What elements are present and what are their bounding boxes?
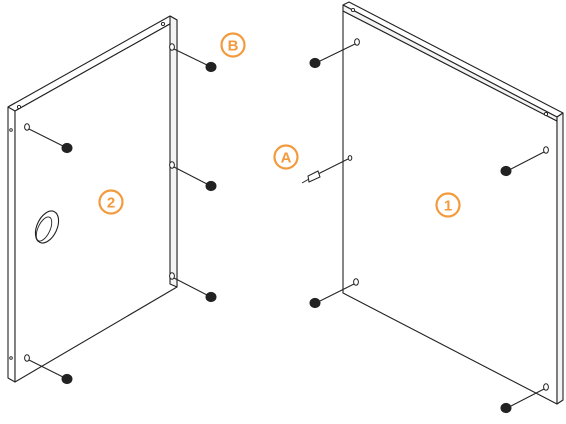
screws-panel-1 [309,38,549,414]
badge-a-label: A [281,150,292,167]
badge-1-label: 1 [444,198,452,215]
nut-icon [205,61,217,73]
badge-b: B [220,32,246,58]
nut-icon [309,297,321,309]
nut-icon [61,373,73,385]
nut-icon [309,57,321,69]
dowel-pin-a [301,155,353,184]
nut-icon [205,180,217,192]
panel-2 [7,15,178,383]
badge-2: 2 [98,189,124,215]
panel-2-cutout [34,210,60,244]
badge-1: 1 [435,192,461,218]
badge-a: A [273,144,299,170]
nut-icon [205,291,217,303]
badge-b-label: B [228,38,239,55]
nut-icon [500,165,512,177]
badge-2-label: 2 [107,195,115,212]
nut-icon [500,402,512,414]
screws-panel-2 [24,43,217,385]
panel-2-edge-holes [9,21,166,360]
panel-1-edge-holes [350,7,549,117]
nut-icon [61,142,73,154]
